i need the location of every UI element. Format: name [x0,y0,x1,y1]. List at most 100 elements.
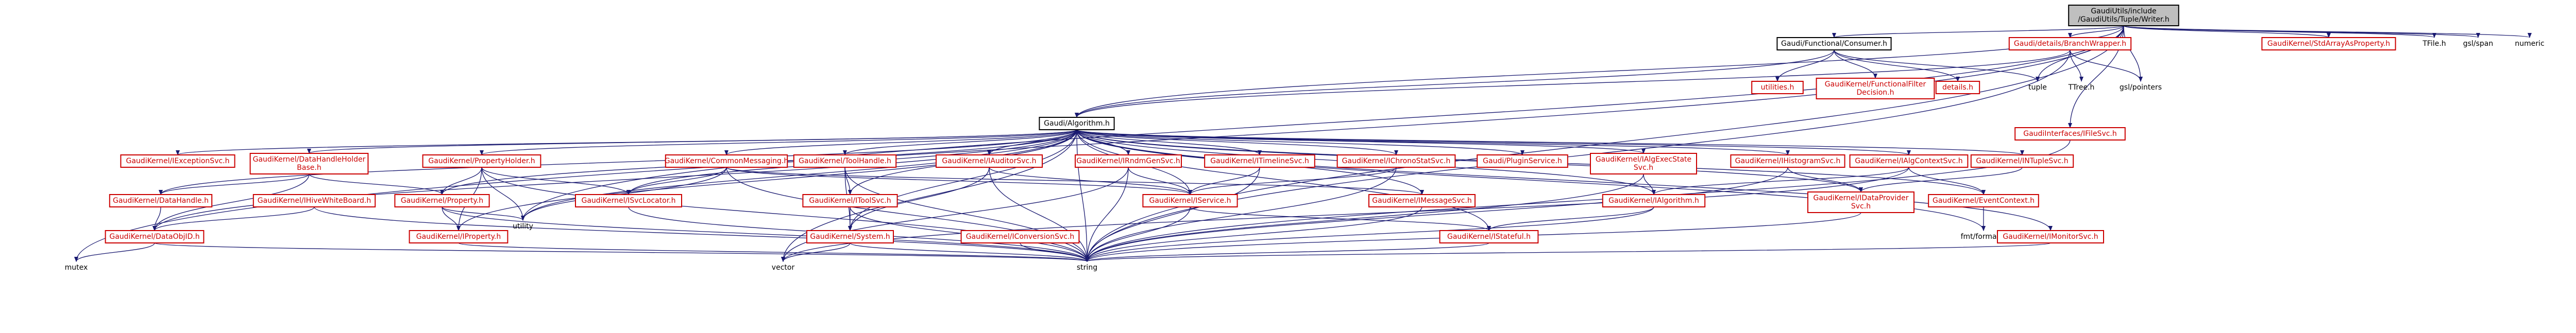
node-ihive[interactable]: GaudiKernel/IHiveWhiteBoard.h [252,194,376,207]
edge-galgorithm-to-istateful [1076,129,1491,231]
node-propholder[interactable]: GaudiKernel/PropertyHolder.h [422,154,541,168]
node-commonmsg[interactable]: GaudiKernel/CommonMessaging.h [665,154,789,168]
edge-commonmsg-to-utility [521,167,727,221]
node-ialgorithm[interactable]: GaudiKernel/IAlgorithm.h [1602,194,1706,207]
edge-branchwrap-to-galgorithm [1075,49,2071,118]
node-box [1075,154,1182,168]
node-details[interactable]: details.h [1935,81,1980,94]
node-box [2014,127,2126,141]
node-system[interactable]: GaudiKernel/System.h [806,230,894,243]
node-irndm[interactable]: GaudiKernel/IRndmGenSvc.h [1075,154,1182,168]
node-string: string [1077,264,1097,272]
node-utilities[interactable]: utilities.h [1751,81,1804,94]
node-box [802,194,898,207]
node-vector: vector [772,264,795,272]
edge-ichrono-to-iservice [1188,167,1397,195]
edge-root-to-tfile [2123,25,2436,38]
node-box [1142,194,1238,207]
node-plugin[interactable]: Gaudi/PluginService.h [1477,154,1568,168]
node-label: GaudiKernel/IAlgorithm.h [1608,197,1699,205]
edge-root-to-consumer [1832,25,2124,38]
edge-dataobjid-to-string [154,242,1089,262]
node-ifilesvc[interactable]: GaudiInterfaces/IFileSvc.h [2014,127,2126,141]
node-eventctx[interactable]: GaudiKernel/EventContext.h [1928,194,2039,207]
edge-iexecstate-to-string [1085,173,1644,262]
edge-root-to-numeric [2123,25,2532,38]
node-dataobjid[interactable]: GaudiKernel/DataObjID.h [105,230,205,243]
node-iproperty[interactable]: GaudiKernel/IProperty.h [409,230,509,243]
node-itimeline[interactable]: GaudiKernel/ITimelineSvc.h [1204,154,1315,168]
node-box [1730,154,1845,168]
node-iauditor[interactable]: GaudiKernel/IAuditorSvc.h [936,154,1043,168]
edge-irndm-to-vector [781,167,1129,262]
edge-istateful-to-string [1085,242,1489,262]
node-box [120,154,235,168]
edge-branchwrap-to-ttree [2070,49,2083,82]
node-label: GaudiKernel/CommonMessaging.h [665,157,789,165]
edge-commonmsg-to-string [726,167,1089,262]
node-toolhandle[interactable]: GaudiKernel/ToolHandle.h [793,154,897,168]
node-box [105,230,205,243]
edge-ictx-to-vector [781,167,1909,262]
node-label: utility [513,222,533,231]
node-label: GaudiKernel/ITimelineSvc.h [1210,157,1309,165]
node-box [422,154,541,168]
node-ictx[interactable]: GaudiKernel/IAlgContextSvc.h [1849,154,1969,168]
node-label: Svc.h [1634,164,1653,172]
node-label: GaudiKernel/IMonitorSvc.h [2003,233,2098,241]
edge-consumer-to-details [1834,49,1960,82]
node-label: GaudiKernel/IStateful.h [1447,233,1531,241]
node-ichrono[interactable]: GaudiKernel/IChronoStatSvc.h [1336,154,1456,168]
node-label: GaudiKernel/IMessageSvc.h [1372,197,1471,205]
edge-iconversion-to-string [1020,242,1089,262]
node-property[interactable]: GaudiKernel/Property.h [394,194,490,207]
node-label: gsl/span [2463,40,2493,48]
edge-ihisto-to-string [1085,167,1788,262]
node-stdarray[interactable]: GaudiKernel/StdArrayAsProperty.h [2261,37,2396,50]
node-label: GaudiKernel/IHistogramSvc.h [1735,157,1841,165]
node-branchwrap[interactable]: Gaudi/details/BranchWrapper.h [2008,37,2132,50]
node-box [1336,154,1456,168]
node-label: GaudiKernel/DataObjID.h [109,233,199,241]
edge-iauditor-to-system [848,167,990,231]
edge-layer [74,25,2532,262]
node-ihisto[interactable]: GaudiKernel/IHistogramSvc.h [1730,154,1845,168]
node-box [252,194,376,207]
node-box [793,154,897,168]
edge-consumer-to-utilities [1775,49,1835,82]
node-label: GaudiKernel/IHiveWhiteBoard.h [258,197,371,205]
node-isvclocator[interactable]: GaudiKernel/ISvcLocator.h [575,194,682,207]
node-box [1776,37,1892,50]
node-consumer[interactable]: Gaudi/Functional/Consumer.h [1776,37,1892,50]
node-imessage[interactable]: GaudiKernel/IMessageSvc.h [1368,194,1476,207]
node-iconversion[interactable]: GaudiKernel/IConversionSvc.h [960,230,1080,243]
node-galgorithm[interactable]: Gaudi/Algorithm.h [1039,117,1115,130]
node-label: TTree.h [2068,83,2095,92]
node-imonitor[interactable]: GaudiKernel/IMonitorSvc.h [1997,230,2104,243]
node-label: GaudiKernel/Property.h [401,197,483,205]
node-iservice[interactable]: GaudiKernel/IService.h [1142,194,1238,207]
edge-ictx-to-eventctx [1908,167,1986,195]
node-intuple[interactable]: GaudiKernel/INTupleSvc.h [1970,154,2074,168]
edge-galgorithm-to-dataobjid [152,129,1077,231]
node-datahandle[interactable]: GaudiKernel/DataHandle.h [109,194,213,207]
node-iexception[interactable]: GaudiKernel/IExceptionSvc.h [120,154,235,168]
edge-ihive-to-dataobjid [152,206,315,231]
node-label: GaudiKernel/IConversionSvc.h [966,233,1075,241]
node-box [1039,117,1115,130]
edge-dhhbase-to-datahandle [159,173,310,195]
node-label: mutex [65,264,88,272]
node-label: Gaudi/details/BranchWrapper.h [2014,40,2126,48]
edge-intuple-to-dataprovider [1859,167,2023,192]
edge-propholder-to-utility [481,167,525,221]
edge-system-to-string [850,242,1089,262]
node-itoolsvc[interactable]: GaudiKernel/IToolSvc.h [802,194,898,207]
node-istateful[interactable]: GaudiKernel/IStateful.h [1439,230,1539,243]
edge-galgorithm-to-string [1076,129,1089,262]
edge-galgorithm-to-ihisto [1076,129,1790,155]
edge-consumer-to-galgorithm [1075,49,1835,118]
